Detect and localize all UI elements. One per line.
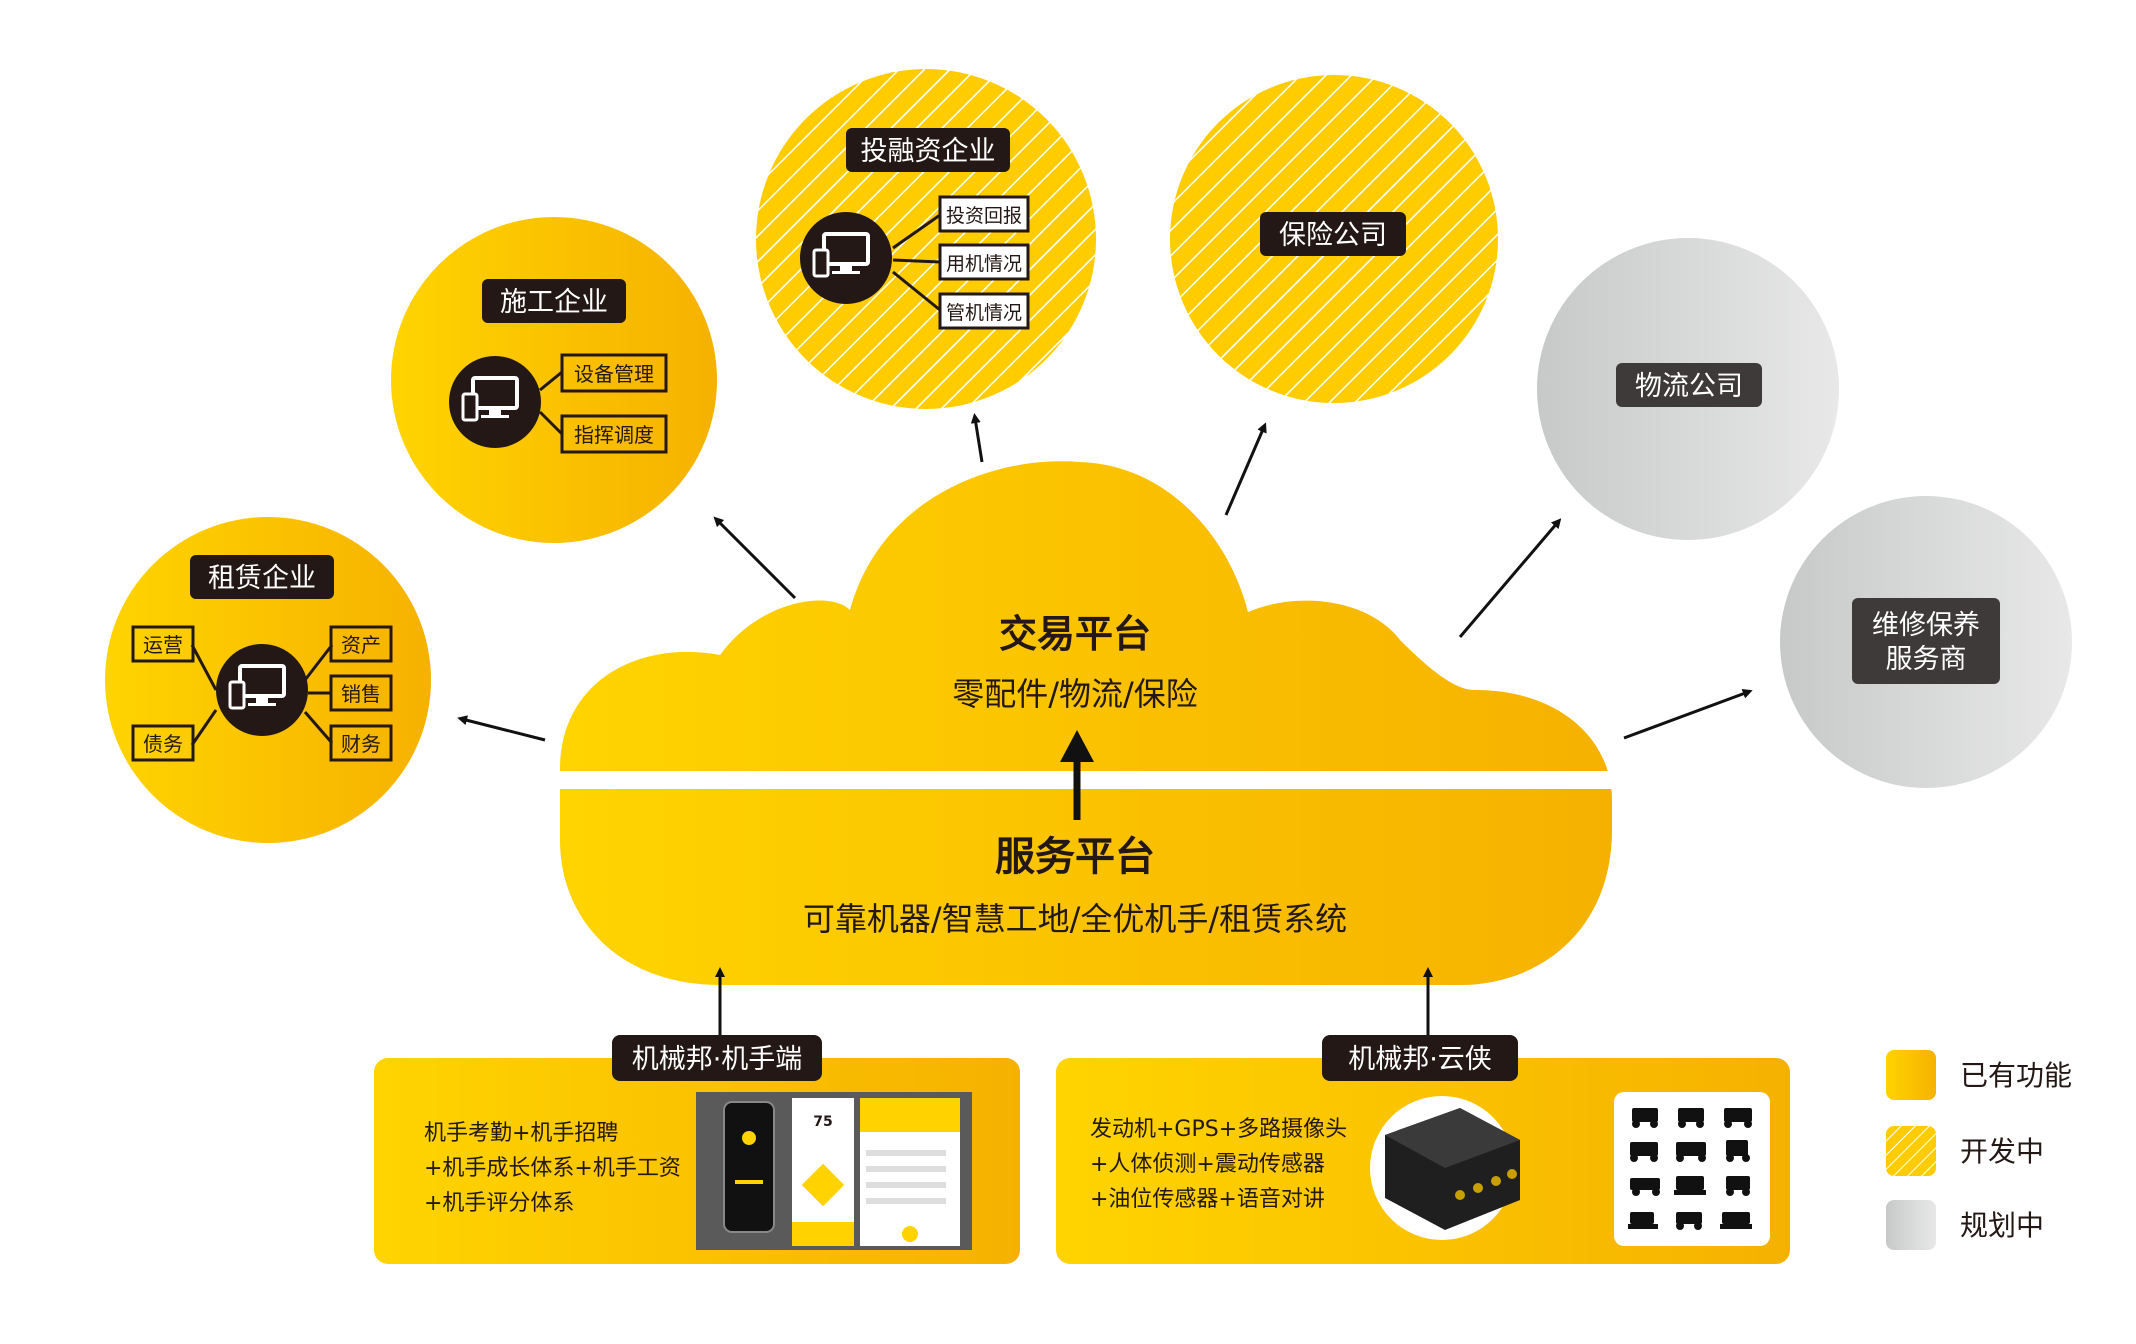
arrow-icon (970, 413, 984, 463)
investment-item: 用机情况 (938, 243, 1030, 281)
dvr-device-icon (1370, 1096, 1520, 1240)
logistics-title: 物流公司 (1635, 371, 1743, 402)
repair-title-line1: 维修保养 (1872, 610, 1980, 641)
circle-investment: 投融资企业 投资回报 用机情况 管机情况 (756, 69, 1096, 409)
legend-swatch-hatched (1886, 1126, 1936, 1176)
legend: 已有功能 开发中 规划中 (1886, 1050, 2072, 1250)
legend-swatch-solid (1886, 1050, 1936, 1100)
rental-item: 财务 (329, 724, 393, 762)
operator-app-line: +机手成长体系+机手工资 (424, 1156, 681, 1181)
investment-title: 投融资企业 (861, 136, 996, 167)
legend-item: 已有功能 (1886, 1050, 2072, 1100)
arrow-icon (1224, 422, 1267, 516)
circle-insurance: 保险公司 (1170, 75, 1498, 403)
computer-phone-icon (214, 642, 310, 738)
svg-text:销售: 销售 (341, 682, 381, 706)
machinery-icons (1614, 1092, 1770, 1246)
arrow-icon (713, 516, 797, 600)
svg-text:财务: 财务 (341, 732, 381, 756)
insurance-title: 保险公司 (1279, 220, 1387, 251)
construction-title: 施工企业 (500, 287, 608, 318)
investment-item: 投资回报 (938, 195, 1030, 233)
arrows (457, 413, 1753, 1173)
operator-app-line: +机手评分体系 (424, 1191, 574, 1216)
computer-phone-icon (447, 354, 543, 450)
legend-swatch-gray (1886, 1200, 1936, 1250)
panel-operator-app: 机械邦·机手端 机手考勤+机手招聘 +机手成长体系+机手工资 +机手评分体系 7… (374, 1035, 1020, 1264)
svg-text:资产: 资产 (341, 633, 381, 657)
rental-item: 资产 (329, 625, 393, 663)
trade-platform-title: 交易平台 (999, 612, 1151, 656)
legend-item: 开发中 (1886, 1126, 2044, 1176)
rental-item: 销售 (329, 674, 393, 712)
circle-repair: 维修保养 服务商 (1780, 496, 2072, 788)
circle-logistics: 物流公司 (1537, 238, 1839, 540)
cloud-knight-line: +人体侦测+震动传感器 (1090, 1152, 1325, 1177)
svg-text:设备管理: 设备管理 (574, 362, 654, 386)
svg-text:债务: 债务 (143, 732, 183, 756)
app-screenshots: 75 (696, 1092, 972, 1250)
platform-cloud: 交易平台 零配件/物流/保险 服务平台 可靠机器/智慧工地/全优机手/租赁系统 (555, 461, 1620, 985)
construction-item: 指挥调度 (560, 414, 668, 454)
cloud-knight-line: +油位传感器+语音对讲 (1090, 1187, 1325, 1212)
repair-title-line2: 服务商 (1886, 644, 1967, 675)
rental-title: 租赁企业 (208, 563, 316, 594)
construction-item: 设备管理 (560, 353, 668, 393)
cloud-knight-line: 发动机+GPS+多路摄像头 (1090, 1117, 1347, 1142)
computer-phone-icon (798, 210, 894, 306)
legend-item: 规划中 (1886, 1200, 2044, 1250)
arrow-icon (457, 715, 546, 742)
cloud-knight-tag: 机械邦·云侠 (1348, 1044, 1492, 1075)
rental-item: 债务 (131, 724, 195, 762)
trade-platform-sub: 零配件/物流/保险 (952, 675, 1198, 713)
svg-text:管机情况: 管机情况 (946, 302, 1022, 324)
circle-rental: 租赁企业 运营 资产 销售 债务 财务 (105, 517, 431, 843)
rental-title-tag (190, 555, 334, 599)
operator-app-line: 机手考勤+机手招聘 (424, 1121, 618, 1146)
svg-text:开发中: 开发中 (1960, 1135, 2044, 1168)
service-platform-sub: 可靠机器/智慧工地/全优机手/租赁系统 (803, 900, 1347, 938)
svg-text:规划中: 规划中 (1960, 1209, 2044, 1242)
panel-cloud-knight: 机械邦·云侠 发动机+GPS+多路摄像头 +人体侦测+震动传感器 +油位传感器+… (1056, 1035, 1790, 1264)
circle-construction: 施工企业 设备管理 指挥调度 (391, 217, 717, 543)
svg-text:指挥调度: 指挥调度 (574, 423, 654, 447)
operator-app-tag: 机械邦·机手端 (632, 1044, 803, 1075)
app-score: 75 (813, 1114, 832, 1130)
arrow-icon (1623, 689, 1753, 740)
arrow-icon (1060, 730, 1094, 762)
arrow-icon (1458, 518, 1562, 638)
service-platform-title: 服务平台 (995, 834, 1155, 880)
investment-item: 管机情况 (938, 292, 1030, 330)
svg-text:投资回报: 投资回报 (946, 205, 1022, 227)
svg-text:已有功能: 已有功能 (1960, 1059, 2072, 1092)
rental-item: 运营 (131, 625, 195, 663)
svg-text:用机情况: 用机情况 (946, 253, 1022, 275)
svg-text:运营: 运营 (143, 633, 183, 657)
